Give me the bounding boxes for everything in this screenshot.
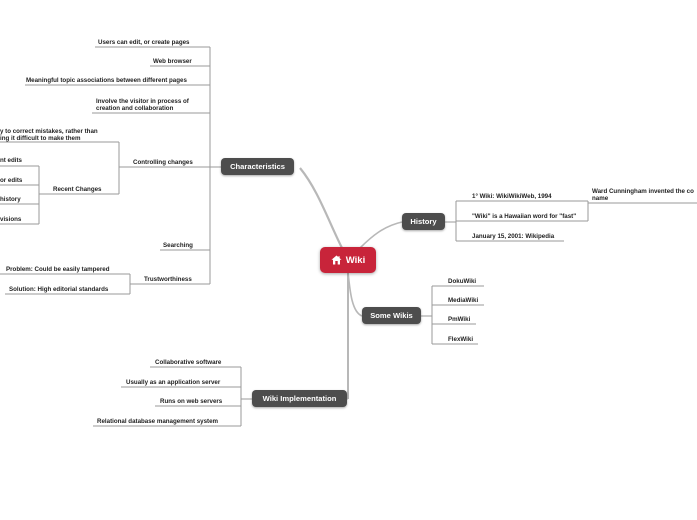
topic-characteristics-label: Characteristics (230, 162, 285, 171)
leaf-trustworthiness[interactable]: Trustworthiness (144, 276, 192, 283)
leaf-topic-associations[interactable]: Meaningful topic associations between di… (26, 77, 187, 84)
leaf-involve-visitor[interactable]: Involve the visitor in process of creati… (96, 98, 189, 112)
leaf-web-browser[interactable]: Web browser (153, 58, 192, 65)
leaf-rc-edits[interactable]: nt edits (0, 157, 23, 164)
leaf-first-wiki[interactable]: 1° Wiki: WikiWikiWeb, 1994 (472, 193, 552, 200)
leaf-mediawiki[interactable]: MediaWiki (448, 297, 479, 304)
leaf-rc-history[interactable]: history (0, 196, 21, 203)
leaf-collab-software[interactable]: Collaborative software (155, 359, 222, 366)
topic-characteristics[interactable]: Characteristics (221, 158, 294, 175)
link-central-history (359, 221, 403, 249)
leaf-solution[interactable]: Solution: High editorial standards (9, 286, 109, 293)
leaf-easy-correct[interactable]: y to correct mistakes, rather than ing i… (0, 128, 98, 142)
central-topic-label: Wiki (345, 254, 366, 266)
leaf-hawaiian[interactable]: "Wiki" is a Hawaiian word for "fast" (472, 213, 577, 220)
home-icon (331, 255, 342, 265)
leaf-web-servers[interactable]: Runs on web servers (160, 398, 223, 405)
topic-implementation-label: Wiki Implementation (262, 394, 337, 403)
leaf-searching[interactable]: Searching (163, 242, 193, 249)
link-central-somewikis (347, 271, 363, 317)
leaf-cunningham[interactable]: Ward Cunningham invented the co name (592, 188, 694, 202)
topic-wiki-implementation[interactable]: Wiki Implementation (252, 390, 347, 407)
leaf-problem[interactable]: Problem: Could be easily tampered (6, 266, 110, 273)
leaf-rc-or-edits[interactable]: or edits (0, 177, 23, 184)
leaf-rdbms[interactable]: Relational database management system (97, 418, 219, 425)
topic-some-wikis[interactable]: Some Wikis (362, 307, 421, 324)
link-central-characteristics (299, 167, 343, 249)
leaf-controlling-changes[interactable]: Controlling changes (133, 159, 193, 166)
topic-some-wikis-label: Some Wikis (370, 311, 413, 320)
leaf-pmwiki[interactable]: PmWiki (448, 316, 471, 323)
leaf-flexwiki[interactable]: FlexWiki (448, 336, 474, 343)
leaf-app-server[interactable]: Usually as an application server (126, 379, 221, 386)
topic-history[interactable]: History (402, 213, 445, 230)
topic-history-label: History (410, 217, 437, 226)
central-topic-wiki[interactable]: Wiki (320, 247, 376, 273)
leaf-edit-pages[interactable]: Users can edit, or create pages (98, 39, 190, 46)
leaf-rc-revisions[interactable]: visions (0, 216, 22, 223)
leaf-wikipedia[interactable]: January 15, 2001: Wikipedia (472, 233, 555, 240)
leaf-dokuwiki[interactable]: DokuWiki (448, 278, 477, 285)
leaf-recent-changes[interactable]: Recent Changes (53, 186, 102, 193)
